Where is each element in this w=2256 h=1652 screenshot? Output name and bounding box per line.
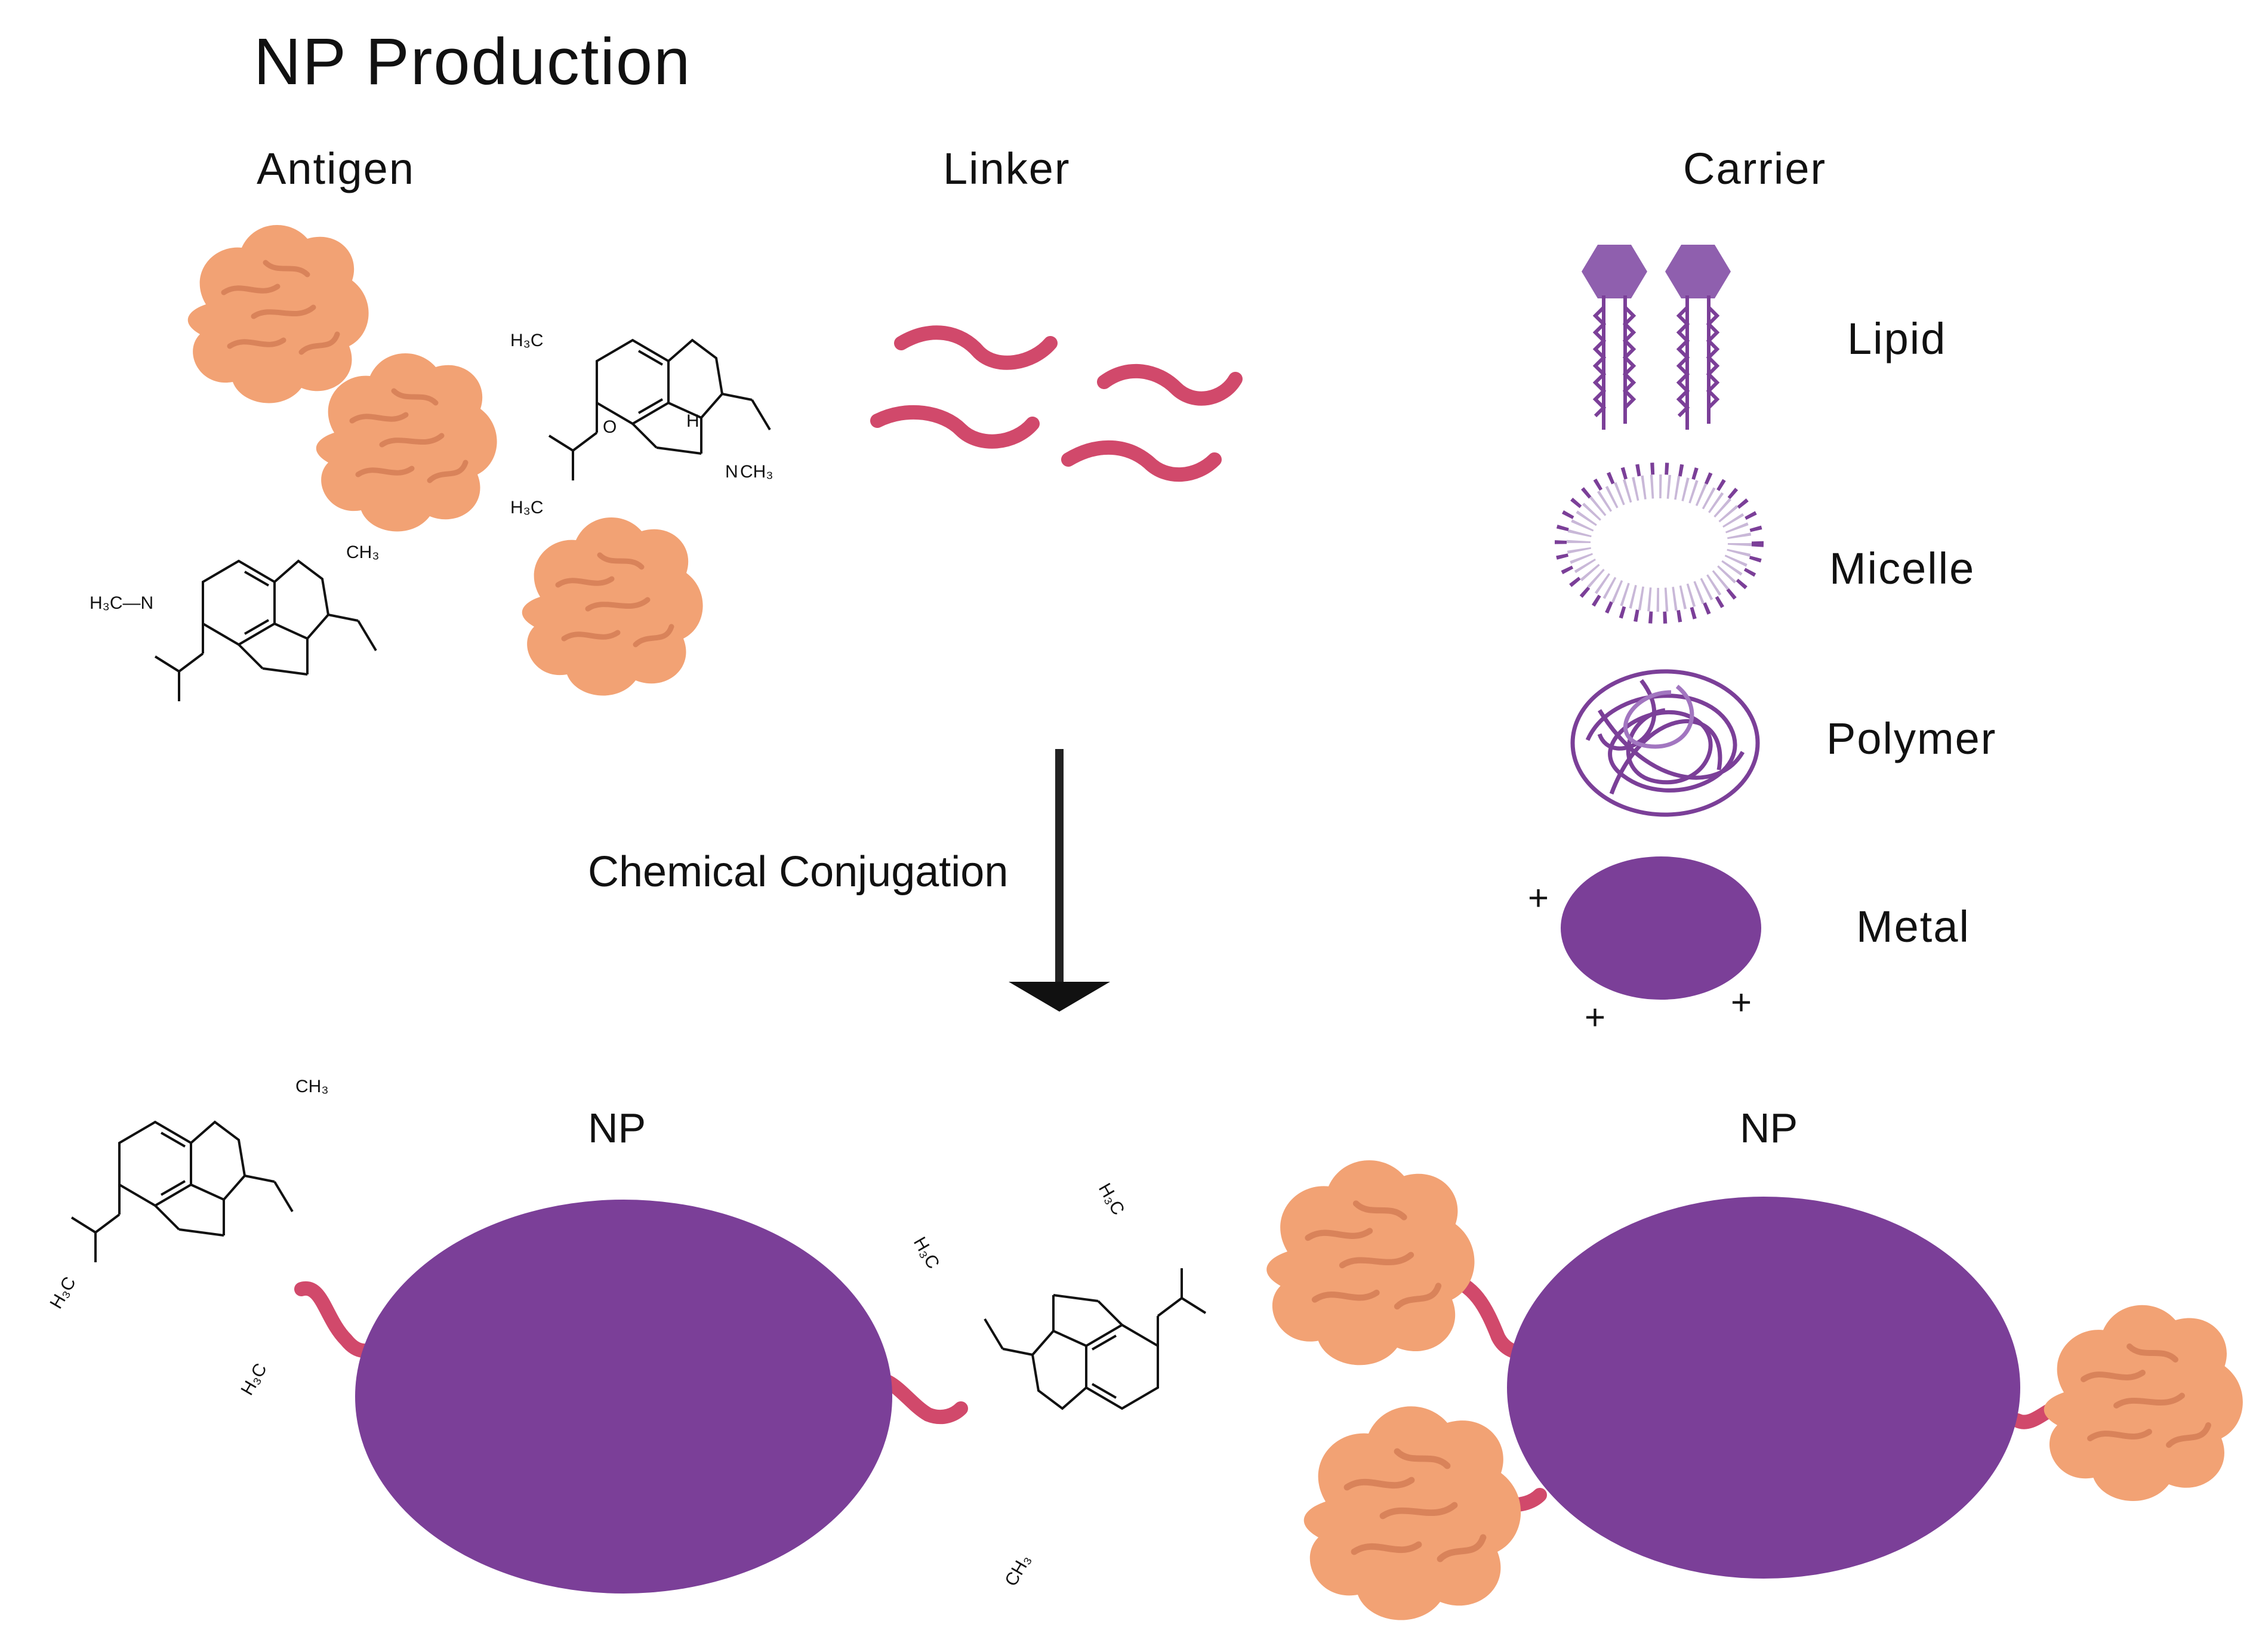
carrier-label-micelle: Micelle (1829, 544, 1975, 593)
linker-strand (1061, 440, 1222, 482)
metal-icon (1561, 856, 1761, 1000)
antigen-protein (2044, 1305, 2243, 1501)
column-heading-linker: Linker (943, 144, 1071, 193)
atom-label: N (725, 462, 738, 482)
page-title: NP Production (254, 25, 692, 98)
linker-group (870, 325, 1243, 482)
atom-label: CH₃ (346, 543, 380, 562)
lipid-icon (1582, 245, 1647, 430)
antigen-protein (522, 517, 703, 695)
column-heading-carrier: Carrier (1683, 144, 1827, 193)
antigen-group: H₃C H₃C CH₃ N O H H₃C—N CH₃ (90, 225, 773, 702)
atom-label: H₃C (237, 1360, 270, 1399)
cocaine-molecule (154, 560, 377, 702)
charge-symbol: + (1731, 982, 1752, 1022)
charge-symbol: + (1585, 997, 1605, 1037)
carrier-label-polymer: Polymer (1826, 714, 1997, 763)
atom-label: CH₃ (295, 1077, 329, 1096)
linker-strand (1097, 363, 1243, 406)
np-heroin-conjugate: H₃C H₃C CH₃ H₃C H₃C CH₃ (46, 1077, 1207, 1594)
atom-label: CH₃ (740, 462, 773, 482)
np-label-left: NP (588, 1105, 646, 1151)
carrier-group: + + + (1528, 245, 1764, 1037)
atom-label: H₃C—N (90, 593, 153, 613)
conjugation-arrow (1009, 749, 1110, 1012)
antigen-protein (1266, 1160, 1474, 1365)
antigen-protein (1304, 1406, 1521, 1620)
atom-label: O (603, 417, 617, 437)
np-protein-conjugate (1266, 1160, 2243, 1620)
micelle-icon (1555, 463, 1764, 624)
nanoparticle-core (355, 1200, 892, 1594)
column-heading-antigen: Antigen (257, 144, 415, 193)
lipid-icon (1665, 245, 1731, 430)
atom-label: H₃C (46, 1274, 79, 1312)
linker-strand (870, 405, 1040, 449)
atom-label: H₃C (510, 498, 544, 517)
carrier-label-lipid: Lipid (1847, 314, 1947, 363)
polymer-icon (1570, 669, 1760, 817)
atom-label: H₃C (910, 1234, 943, 1272)
atom-label: H₃C (1095, 1180, 1128, 1219)
antigen-protein (188, 225, 369, 403)
atom-label: H₃C (510, 331, 544, 350)
process-label: Chemical Conjugation (588, 848, 1009, 896)
heroin-molecule (548, 339, 771, 482)
linker-strand (294, 1281, 383, 1358)
np-label-right: NP (1740, 1105, 1798, 1151)
carrier-label-metal: Metal (1856, 902, 1970, 951)
nanoparticle-core (1507, 1197, 2020, 1579)
atom-label: CH₃ (1001, 1551, 1034, 1590)
atom-label: H (686, 411, 699, 431)
linker-strand (894, 325, 1058, 370)
charge-symbol: + (1528, 878, 1549, 918)
heroin-molecule (70, 1121, 294, 1263)
heroin-molecule (984, 1267, 1207, 1410)
